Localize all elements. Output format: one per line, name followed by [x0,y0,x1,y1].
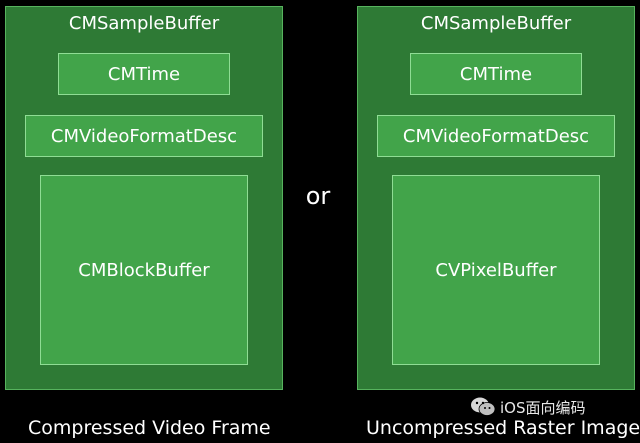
left-block-buffer-box: CMBlockBuffer [40,175,248,365]
right-cmtime-box: CMTime [410,53,582,95]
right-video-format-box: CMVideoFormatDesc [377,115,615,157]
right-sample-buffer-panel: CMSampleBuffer CMTime CMVideoFormatDesc … [357,6,635,390]
or-connector-text: or [305,182,331,210]
left-cmtime-box: CMTime [58,53,230,95]
right-panel-title: CMSampleBuffer [420,13,572,34]
left-sample-buffer-panel: CMSampleBuffer CMTime CMVideoFormatDesc … [5,6,283,390]
left-panel-title: CMSampleBuffer [68,13,220,34]
right-caption: Uncompressed Raster Image [366,417,640,439]
right-pixel-buffer-box: CVPixelBuffer [392,175,600,365]
left-caption: Compressed Video Frame [28,417,271,439]
left-video-format-box: CMVideoFormatDesc [25,115,263,157]
watermark: iOS面向编码 [470,396,586,418]
watermark-text: iOS面向编码 [500,398,586,417]
wechat-icon [471,397,496,416]
